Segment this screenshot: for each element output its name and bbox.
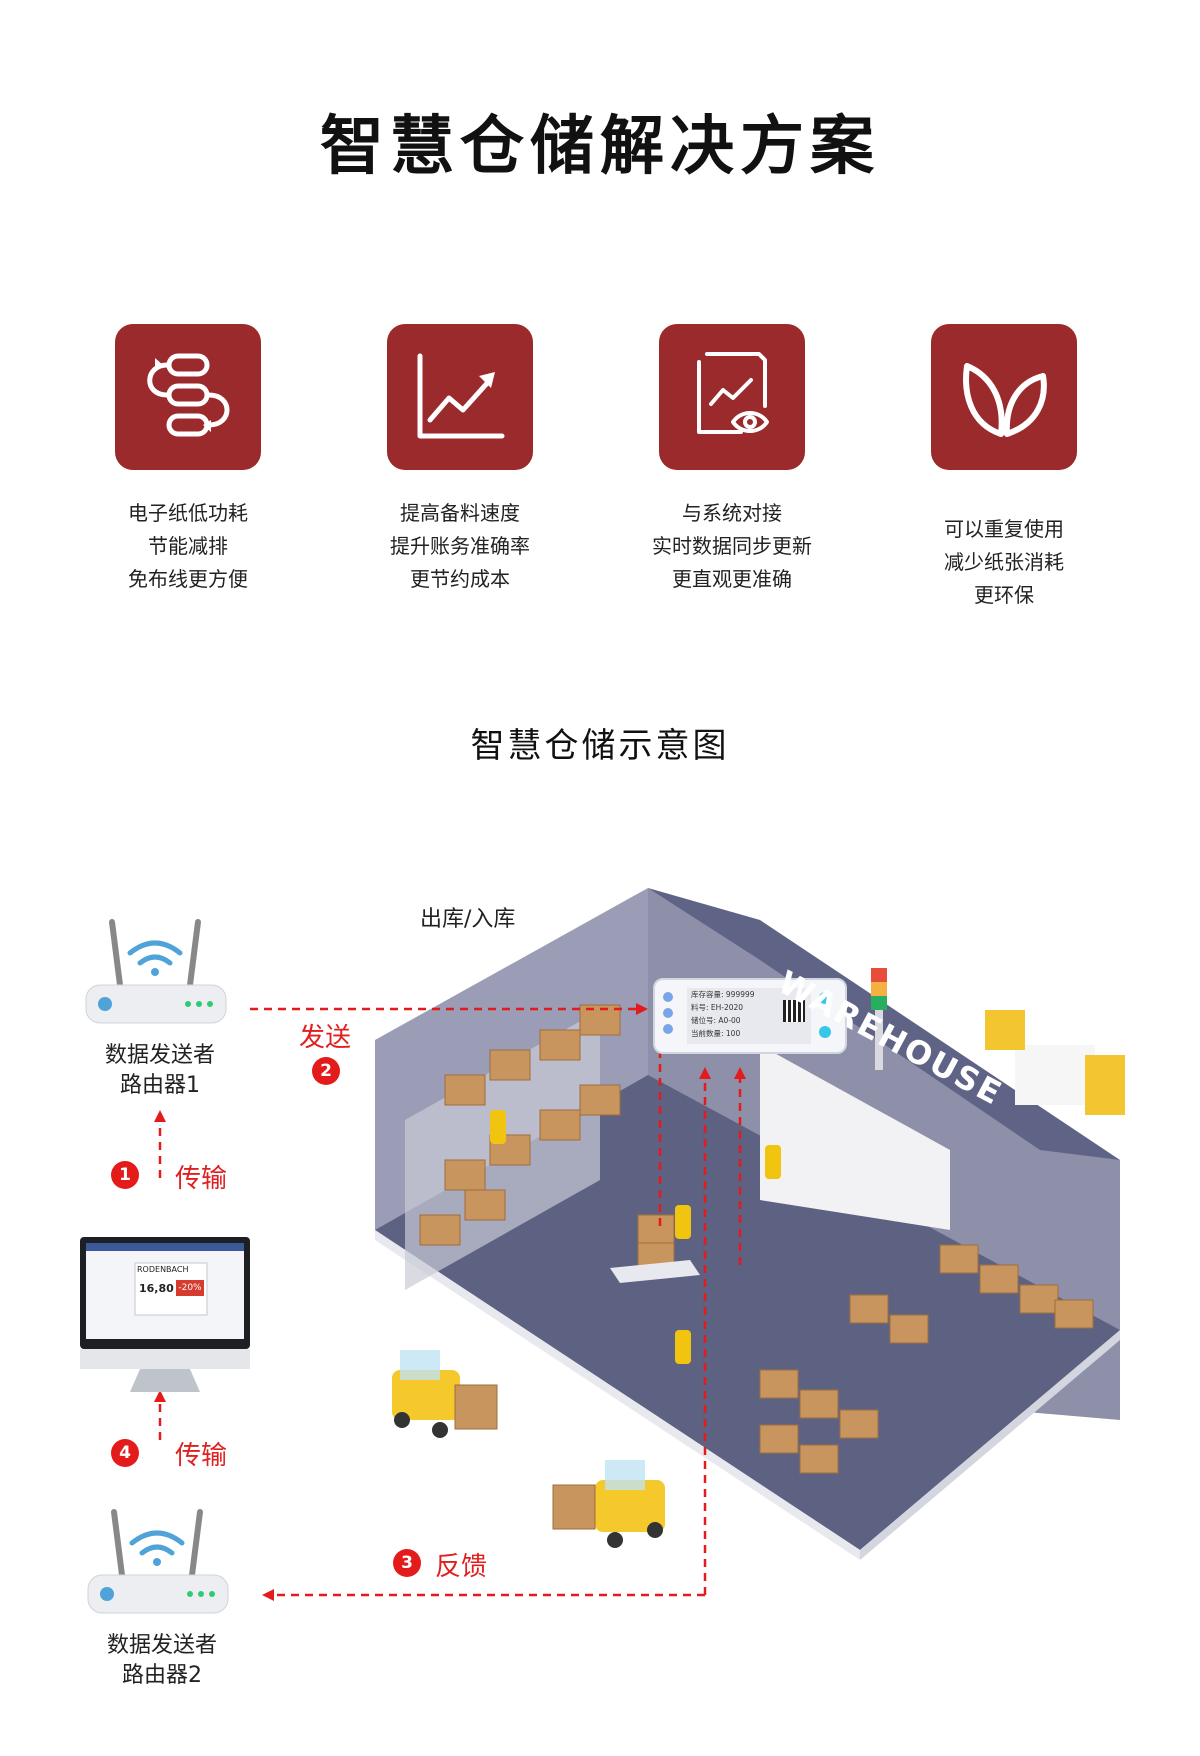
step-badge-4: 4: [111, 1439, 139, 1467]
roof-strip: [648, 888, 1120, 1160]
feature-line: 免布线更方便: [128, 567, 248, 591]
monitor-price: 16,80: [139, 1282, 174, 1295]
esl-line: 当前数量: 100: [691, 1029, 741, 1038]
step-badge-3: 3: [393, 1549, 421, 1577]
truck-icon: [985, 1010, 1125, 1115]
router-1-icon: [85, 919, 227, 1024]
step-label-1: 传输: [175, 1164, 228, 1194]
router-2-label: 数据发送者 路由器2: [82, 1631, 242, 1691]
esl-label-device: 库存容量: 999999 料号: EH-2020 储位号: A0-00 当前数量…: [653, 978, 847, 1054]
signal-tower-icon: [871, 968, 887, 1070]
arrowheads: [154, 1003, 746, 1601]
feature-line: 实时数据同步更新: [652, 534, 812, 558]
feature-2-text: 提高备料速度 提升账务准确率 更节约成本: [340, 497, 580, 596]
step-badge-1: 1: [111, 1161, 139, 1189]
leaf-icon: [931, 324, 1077, 470]
router-1-label: 数据发送者 路由器1: [80, 1041, 240, 1101]
feature-line: 提高备料速度: [400, 501, 520, 525]
feature-line: 提升账务准确率: [390, 534, 530, 558]
feature-line: 更直观更准确: [672, 567, 792, 591]
feature-line: 更节约成本: [410, 567, 510, 591]
router-label-line: 数据发送者: [104, 1043, 215, 1068]
feature-3-text: 与系统对接 实时数据同步更新 更直观更准确: [612, 497, 852, 596]
esl-screen: 库存容量: 999999 料号: EH-2020 储位号: A0-00 当前数量…: [687, 988, 811, 1044]
feature-line: 与系统对接: [682, 501, 782, 525]
right-shelf: [759, 1244, 1094, 1474]
cart-boxes: [610, 1214, 700, 1283]
feature-line: 减少纸张消耗: [944, 550, 1064, 574]
left-shelf: [405, 1004, 621, 1290]
esl-line: 料号: EH-2020: [691, 1003, 744, 1012]
router-2-icon: [87, 1509, 229, 1614]
esl-line: 库存容量: 999999: [691, 990, 755, 999]
page-title: 智慧仓储解决方案: [320, 110, 880, 184]
qr-code-icon: [783, 1000, 805, 1022]
doorway: [760, 1045, 950, 1230]
trend-chart-icon: [387, 324, 533, 470]
feature-4-text: 可以重复使用 减少纸张消耗 更环保: [884, 513, 1124, 612]
step-badge-2: 2: [312, 1057, 340, 1085]
led-icon: [819, 992, 831, 1004]
feature-line: 电子纸低功耗: [128, 501, 248, 525]
feature-line: 可以重复使用: [944, 517, 1064, 541]
step-label-3: 反馈: [435, 1552, 488, 1582]
led-icon: [663, 1008, 673, 1018]
step-label-4: 传输: [175, 1441, 228, 1471]
led-icon: [663, 992, 673, 1002]
led-icon: [819, 1026, 831, 1038]
process-flow-icon: [115, 324, 261, 470]
forklift-icon: [552, 1460, 665, 1548]
feature-line: 更环保: [974, 583, 1034, 607]
feature-1-text: 电子纸低功耗 节能减排 免布线更方便: [68, 497, 308, 596]
document-eye-icon: [659, 324, 805, 470]
diagram-title: 智慧仓储示意图: [470, 726, 730, 766]
feature-line: 节能减排: [148, 534, 228, 558]
router-label-line: 路由器2: [122, 1663, 202, 1688]
inout-label: 出库/入库: [420, 907, 516, 932]
router-label-line: 路由器1: [120, 1073, 200, 1098]
data-arrows: [158, 1007, 742, 1597]
forklift-icon: [392, 1350, 498, 1438]
monitor-icon: [80, 1237, 250, 1392]
worker-icon: [490, 1110, 781, 1364]
monitor-brand: RODENBACH: [137, 1265, 189, 1274]
router-label-line: 数据发送者: [106, 1633, 217, 1658]
monitor-discount: -20%: [176, 1280, 204, 1296]
esl-line: 储位号: A0-00: [691, 1016, 741, 1025]
step-label-2: 发送: [299, 1023, 352, 1053]
led-icon: [663, 1024, 673, 1034]
